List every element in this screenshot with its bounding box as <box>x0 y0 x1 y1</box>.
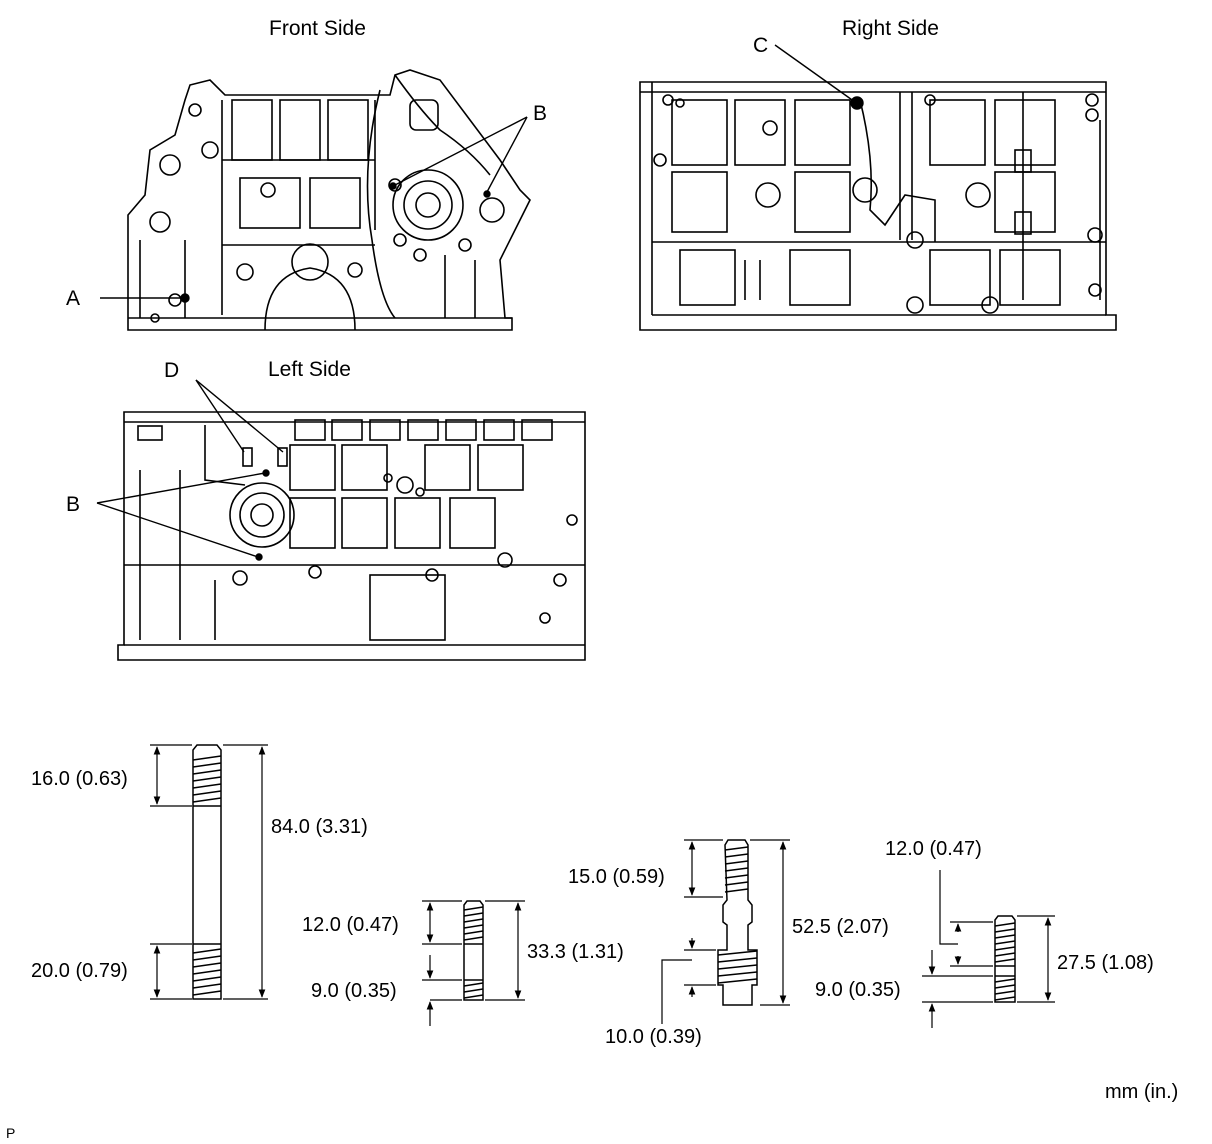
callout-leaders <box>96 44 864 561</box>
stud-3-top-thread-label: 15.0 (0.59) <box>568 866 665 888</box>
corner-mark: P <box>6 1125 16 1141</box>
left-side-title: Left Side <box>268 358 351 381</box>
stud-1-bottom-thread-label: 20.0 (0.79) <box>31 960 128 982</box>
callout-b-left: B <box>66 493 81 516</box>
stud-2-top-thread-label: 12.0 (0.47) <box>302 914 399 936</box>
right-side-block-drawing <box>639 81 1117 331</box>
stud-4-overall-label: 27.5 (1.08) <box>1057 952 1154 974</box>
stud-2-bottom-thread-label: 9.0 (0.35) <box>311 980 397 1002</box>
stud-1-top-thread-label: 16.0 (0.63) <box>31 768 128 790</box>
stud-bolt-3 <box>717 839 758 1006</box>
stud-1-overall-label: 84.0 (3.31) <box>271 816 368 838</box>
callout-d: D <box>164 359 180 382</box>
stud-1-dimensions <box>150 744 268 1000</box>
right-side-title: Right Side <box>842 17 939 40</box>
callout-c: C <box>753 34 769 57</box>
callout-b-front: B <box>533 102 548 125</box>
stud-bolt-1 <box>192 744 222 1000</box>
callout-a: A <box>66 287 81 310</box>
stud-2-overall-label: 33.3 (1.31) <box>527 941 624 963</box>
stud-3-dimensions <box>661 839 790 1024</box>
stud-bolt-4 <box>994 915 1016 1003</box>
stud-4-top-thread-label: 12.0 (0.47) <box>885 838 982 860</box>
stud-4-bottom-thread-label: 9.0 (0.35) <box>815 979 901 1001</box>
stud-3-bottom-thread-label: 10.0 (0.39) <box>605 1026 702 1048</box>
stud-2-dimensions <box>422 900 525 1026</box>
left-side-block-drawing <box>117 411 586 661</box>
stud-bolt-2 <box>463 900 484 1001</box>
front-side-block-drawing <box>127 69 531 331</box>
front-side-title: Front Side <box>269 17 366 40</box>
stud-3-overall-label: 52.5 (2.07) <box>792 916 889 938</box>
stud-4-dimensions <box>922 870 1055 1028</box>
unit-note: mm (in.) <box>1105 1081 1179 1103</box>
